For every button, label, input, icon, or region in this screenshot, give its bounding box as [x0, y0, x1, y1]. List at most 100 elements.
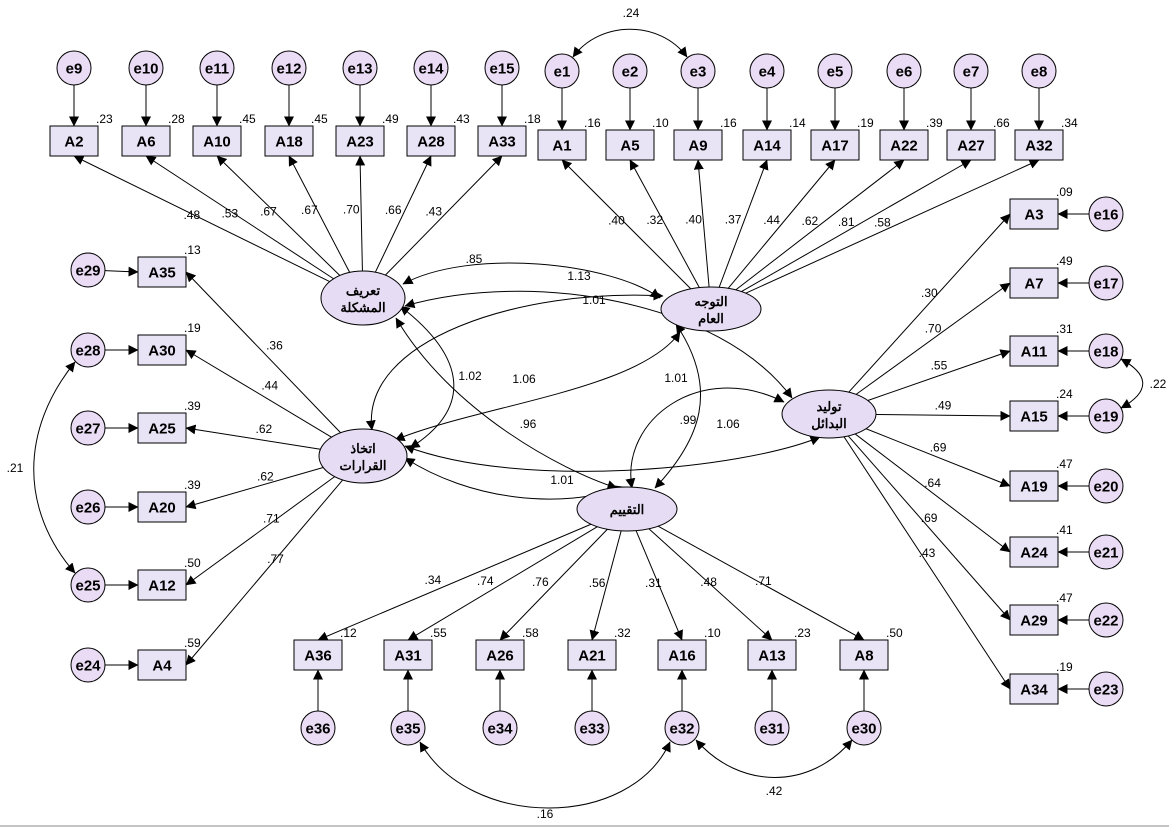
r2-label-a22: .39	[926, 116, 943, 130]
error-label-e26: e26	[75, 500, 100, 517]
loading-label-a5: .32	[646, 213, 663, 227]
error-node-e21	[1088, 534, 1124, 570]
r2-label-a16: .10	[704, 626, 721, 640]
indicator-box-a13	[747, 639, 797, 671]
r2-label-a1: .16	[584, 116, 601, 130]
indicator-box-a8	[839, 639, 889, 671]
loading-path-a7	[855, 282, 1011, 395]
error-label-e36: e36	[305, 721, 330, 738]
error-label-e11: e11	[205, 61, 229, 78]
loading-path-a35	[185, 271, 341, 434]
error-label-e33: e33	[579, 721, 604, 738]
indicator-box-a33	[477, 125, 527, 157]
indicator-label-a19: A19	[1020, 479, 1048, 496]
indicator-label-a8: A8	[854, 648, 873, 665]
r2-label-a7: .49	[1056, 254, 1073, 268]
loading-path-a17	[727, 159, 836, 289]
r2-label-a25: .39	[184, 399, 201, 413]
loading-label-a28: .66	[385, 203, 402, 217]
error-node-e19	[1088, 398, 1124, 434]
loading-label-a13: .48	[700, 575, 717, 589]
indicator-label-a6: A6	[136, 134, 155, 151]
error-node-e31	[754, 710, 790, 746]
loading-label-a8: .71	[755, 574, 772, 588]
loading-label-a22: .62	[802, 214, 819, 228]
error-covariance-e35-e32	[419, 741, 671, 809]
indicator-label-a3: A3	[1024, 207, 1043, 224]
loading-path-a29	[847, 435, 1011, 621]
loading-label-a16: .31	[645, 576, 662, 590]
indicator-label-a31: A31	[394, 648, 422, 665]
indicator-box-a15	[1009, 400, 1059, 432]
error-node-e20	[1088, 468, 1124, 504]
error-covariance-label-e28-e25: .21	[7, 461, 24, 475]
loading-label-a24: .64	[924, 476, 941, 490]
r2-label-a20: .39	[184, 478, 201, 492]
indicator-box-a27	[946, 129, 996, 161]
error-covariance-e32-e30	[695, 739, 853, 778]
latent-label-l2-line2: العام	[698, 311, 724, 327]
indicator-label-a32: A32	[1025, 138, 1053, 155]
indicator-box-a24	[1009, 536, 1059, 568]
error-covariance-label-e1-e3: .24	[623, 6, 640, 20]
error-label-e22: e22	[1093, 613, 1118, 630]
indicator-label-a27: A27	[957, 138, 985, 155]
r2-label-a23: .49	[382, 112, 399, 126]
error-covariance-e28-e25	[33, 361, 76, 574]
loading-path-a27	[741, 159, 972, 292]
error-node-e5	[817, 53, 853, 89]
error-label-e8: e8	[1031, 64, 1048, 81]
indicator-label-a11: A11	[1021, 344, 1048, 361]
latent-covariance-label-5: .96	[520, 417, 537, 431]
loading-path-a20	[185, 466, 324, 510]
loading-label-a31: .74	[477, 574, 494, 588]
indicator-box-a9	[673, 129, 723, 161]
indicator-box-a17	[810, 129, 860, 161]
indicator-label-a35: A35	[148, 265, 176, 282]
loading-path-a25	[185, 424, 321, 450]
error-label-e3: e3	[690, 64, 707, 81]
loading-label-a11: .55	[931, 359, 948, 373]
indicator-label-a20: A20	[148, 500, 176, 517]
indicator-box-a30	[137, 334, 187, 366]
indicator-label-a12: A12	[148, 578, 176, 595]
indicator-box-a1	[537, 129, 587, 161]
r2-label-a12: .50	[184, 556, 201, 570]
r2-label-a2: .23	[96, 112, 113, 126]
r2-label-a35: .13	[184, 243, 201, 257]
indicator-box-a29	[1009, 604, 1059, 636]
error-label-e23: e23	[1093, 682, 1118, 699]
loading-path-a31	[407, 526, 598, 641]
r2-label-a28: .43	[453, 112, 470, 126]
error-covariance-label-e35-e32: .16	[537, 807, 554, 821]
loading-path-a18	[288, 155, 351, 273]
loading-path-a15	[875, 410, 1011, 421]
error-label-e12: e12	[276, 61, 301, 78]
indicator-label-a16: A16	[668, 648, 696, 665]
error-label-e7: e7	[963, 64, 980, 81]
loading-label-a20: .62	[257, 469, 274, 483]
r2-label-a33: .18	[524, 112, 541, 126]
loading-path-a9	[693, 159, 710, 288]
error-label-e4: e4	[759, 64, 776, 81]
r2-label-a4: .59	[184, 636, 201, 650]
error-node-e28	[70, 332, 106, 368]
r2-label-a24: .41	[1056, 523, 1073, 537]
error-node-e27	[70, 410, 106, 446]
loading-label-a21: .56	[589, 576, 606, 590]
latent-covariance-l5-l3-7	[625, 387, 785, 489]
latent-covariance-label-4: 1.06	[512, 372, 536, 386]
r2-label-a5: .10	[652, 116, 669, 130]
error-node-e9	[56, 50, 92, 86]
error-covariance-label-e18-e19: .22	[1150, 377, 1167, 391]
loading-path-a24	[854, 433, 1011, 553]
loading-label-a18: .67	[301, 203, 318, 217]
indicator-box-a19	[1009, 470, 1059, 502]
latent-node-l3	[781, 389, 877, 439]
error-node-e24	[70, 647, 106, 683]
loading-path-a14	[718, 159, 769, 288]
indicator-label-a10: A10	[203, 134, 231, 151]
latent-label-l5-line1: التقييم	[610, 502, 645, 518]
indicator-label-a4: A4	[152, 658, 172, 675]
error-label-e32: e32	[669, 721, 694, 738]
